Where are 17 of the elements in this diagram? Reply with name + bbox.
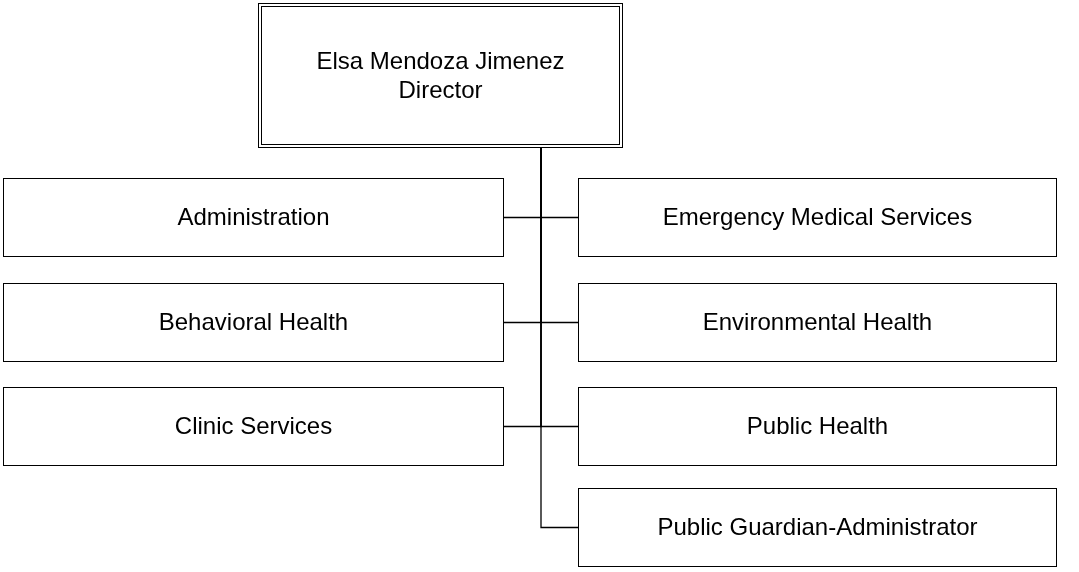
department-box xyxy=(3,387,504,466)
department-name: Public Guardian-Administrator xyxy=(657,513,978,542)
department-name: Environmental Health xyxy=(702,308,933,337)
director-box xyxy=(258,3,623,148)
job-title: Director xyxy=(398,75,483,105)
department-name: Emergency Medical Services xyxy=(662,203,973,232)
department-box xyxy=(3,178,504,257)
department-box xyxy=(578,387,1057,466)
department-box xyxy=(3,283,504,362)
department-name: Behavioral Health xyxy=(158,308,349,337)
department-box xyxy=(578,178,1057,257)
department-box xyxy=(578,283,1057,362)
department-name: Public Health xyxy=(746,412,889,441)
department-box xyxy=(578,488,1057,567)
person-name: Elsa Mendoza Jimenez xyxy=(316,46,565,76)
department-name: Clinic Services xyxy=(174,412,333,441)
department-name: Administration xyxy=(177,203,330,232)
